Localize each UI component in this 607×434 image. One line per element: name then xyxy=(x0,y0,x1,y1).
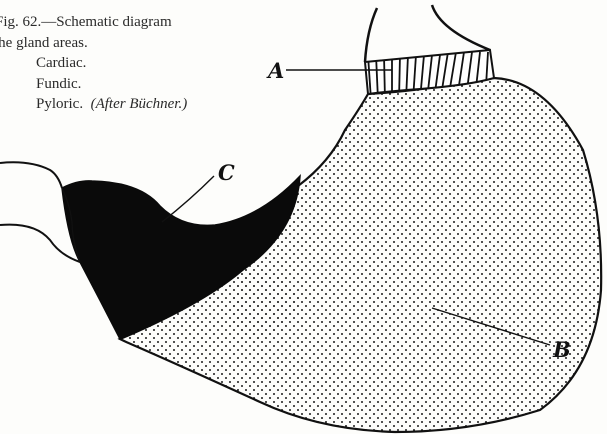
duodenum-outline xyxy=(0,162,62,188)
label-a: A xyxy=(266,58,284,83)
duodenum-outline-lower xyxy=(0,225,80,262)
esophagus-right xyxy=(432,5,490,50)
leader-c xyxy=(162,176,214,222)
esophagus-left xyxy=(365,8,377,62)
label-c: C xyxy=(218,160,235,185)
label-b: B xyxy=(552,337,571,362)
